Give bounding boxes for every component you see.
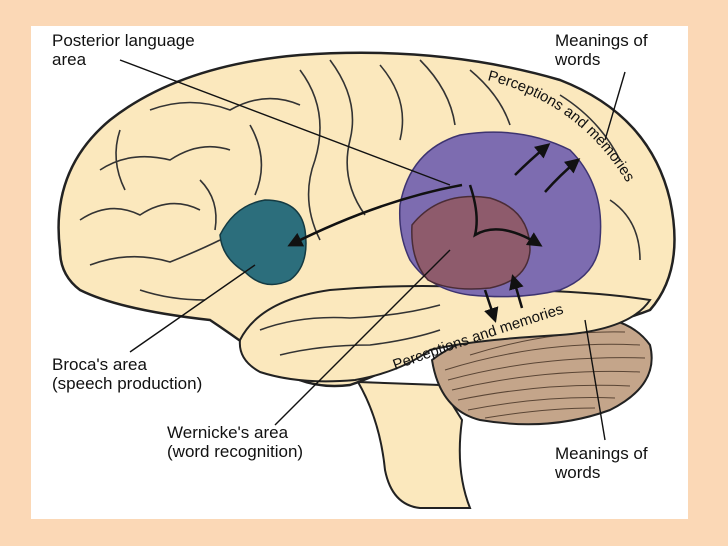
arrow-down-left [483,289,499,323]
meanings-bottom-line2: words [555,463,601,482]
posterior-label-line1: Posterior language [52,31,195,50]
wernickes-area-region [411,195,531,290]
brocas-label-line2: (speech production) [52,374,203,393]
arrow-to-broca [287,183,463,247]
posterior-language-area-label: Posterior language area [52,31,195,69]
leader-posterior [119,59,451,186]
leader-wernicke [274,249,451,426]
posterior-label-line2: area [52,50,87,69]
meanings-top-line2: words [555,50,601,69]
meanings-bottom-line1: Meanings of [555,444,648,463]
brain-folds [79,59,641,356]
brain-stem [356,380,472,509]
wernickes-label-line2: (word recognition) [167,442,304,461]
cerebellum-folds [444,331,646,419]
arrow-wernicke-loop [468,184,543,247]
wernickes-label-line1: Wernicke's area [167,423,289,442]
meanings-of-words-bottom-label: Meanings of words [555,444,648,482]
leader-meanings-bottom [584,319,606,441]
meanings-top-line1: Meanings of [555,31,648,50]
brocas-area-label: Broca's area (speech production) [52,355,202,393]
brocas-area-region [219,199,307,286]
arrow-up-right [544,158,581,193]
arrows [287,143,581,323]
leader-meanings-top [604,71,626,141]
arrow-up-left [514,143,551,176]
arrow-down-right [509,274,524,309]
meanings-of-words-top-label: Meanings of words [555,31,648,69]
wernickes-area-label: Wernicke's area (word recognition) [167,423,303,461]
leader-lines [119,59,626,441]
leader-broca [129,264,256,353]
brocas-label-line1: Broca's area [52,355,147,374]
